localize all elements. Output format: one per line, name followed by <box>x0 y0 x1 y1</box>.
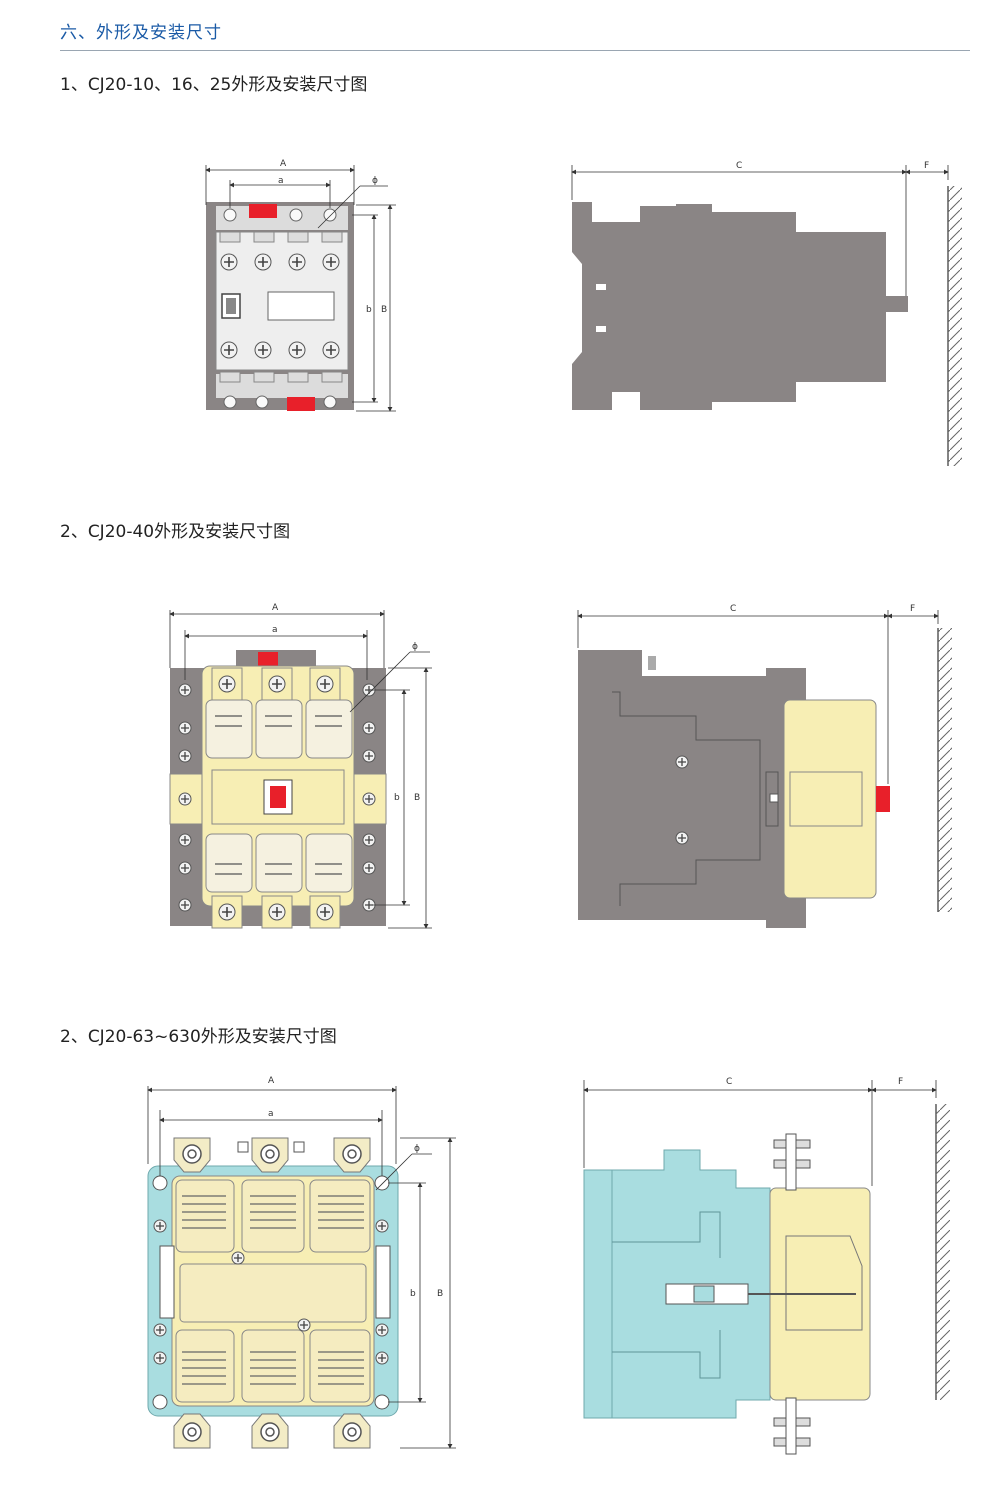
fig3-dim-B: B <box>437 1289 443 1299</box>
fig3-dim-phi: ϕ <box>414 1144 420 1154</box>
fig3-dim-C: C <box>726 1077 732 1087</box>
fig2-side-view <box>578 650 890 928</box>
fig3-dim-A: A <box>268 1076 275 1086</box>
fig1-dim-C: C <box>736 161 742 171</box>
fig2-mounting-wall <box>938 628 952 912</box>
fig2-dim-C: C <box>730 604 736 614</box>
fig1-front-dimensions <box>205 165 396 412</box>
fig3-dim-b: b <box>410 1289 416 1299</box>
fig1-front-view <box>206 202 354 411</box>
fig1-side-view <box>572 202 908 410</box>
fig1-mounting-wall <box>948 186 962 466</box>
section-heading: 六、外形及安装尺寸 <box>60 23 222 43</box>
fig3-front-dimensions <box>147 1086 456 1449</box>
fig3-dim-F: F <box>898 1077 903 1087</box>
fig1-dim-b: b <box>366 305 372 315</box>
fig3-dim-a: a <box>268 1109 274 1119</box>
fig2-front-dimensions <box>169 610 432 929</box>
fig3-side-view <box>583 1133 871 1455</box>
fig1-dim-A: A <box>280 159 287 169</box>
fig1-dim-B: B <box>381 305 387 315</box>
fig2-dim-F: F <box>910 604 915 614</box>
figure-3-title: 2、CJ20-63~630外形及安装尺寸图 <box>60 1027 337 1047</box>
heading-rule <box>60 50 970 51</box>
fig3-front-view <box>147 1137 399 1449</box>
fig2-dim-b: b <box>394 793 400 803</box>
fig2-dim-a: a <box>272 625 278 635</box>
fig1-dim-F: F <box>924 161 929 171</box>
fig2-dim-B: B <box>414 793 420 803</box>
fig2-dim-A: A <box>272 603 279 613</box>
fig2-dim-phi: ϕ <box>412 642 418 652</box>
fig1-dim-a: a <box>278 176 284 186</box>
figure-1-title: 1、CJ20-10、16、25外形及安装尺寸图 <box>60 75 368 95</box>
figure-2-title: 2、CJ20-40外形及安装尺寸图 <box>60 522 291 542</box>
fig1-dim-phi: ϕ <box>372 176 378 186</box>
fig2-front-view <box>169 650 387 929</box>
fig3-mounting-wall <box>936 1104 950 1400</box>
